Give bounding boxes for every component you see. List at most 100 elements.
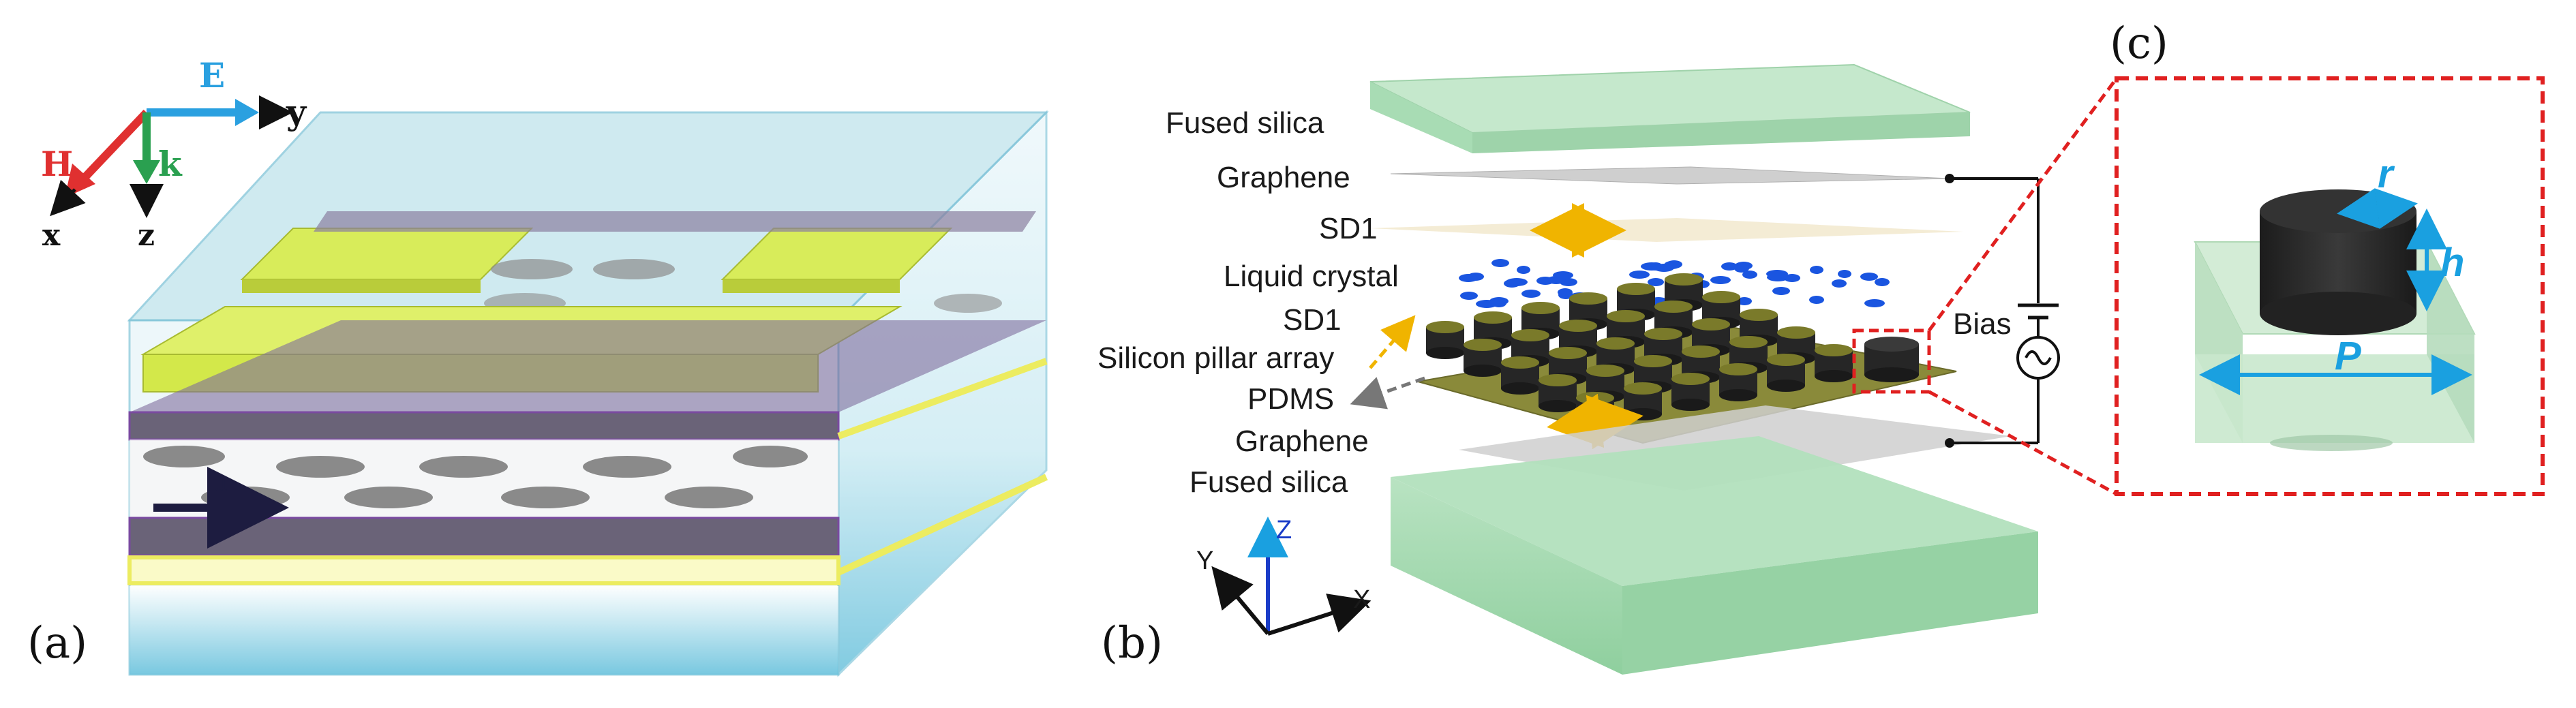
radius-arrow: [2337, 188, 2418, 229]
liquid-crystal-molecule: [1491, 299, 1506, 307]
liquid-crystal-molecule: [1491, 259, 1509, 267]
ac-source-wave: [2025, 350, 2052, 365]
silicon-pillar: [1671, 373, 1710, 411]
callout-target-box: [1852, 328, 1931, 394]
sd1-top-sheet: [1370, 218, 1963, 242]
silicon-pillars: [1426, 273, 1919, 430]
terminal-top: [1945, 174, 1954, 183]
label-silicon-pillar-array: Silicon pillar array: [1097, 341, 1334, 375]
liquid-crystal-molecule: [1459, 274, 1478, 282]
disk: [419, 456, 508, 478]
electrode-pad-right-front: [723, 279, 900, 293]
pdms-leader-arrow: [1350, 376, 1425, 410]
yellow-strip-bottom: [127, 555, 840, 585]
dark-layer-upper-top: [314, 211, 1036, 232]
label-x-b: X: [1353, 585, 1370, 614]
disk: [593, 259, 675, 279]
label-y-b: Y: [1196, 547, 1213, 575]
disk: [344, 487, 433, 508]
liquid-crystal-molecule: [1810, 266, 1823, 274]
label-sd1-top: SD1: [1319, 212, 1378, 245]
liquid-crystal-molecule: [1742, 271, 1757, 279]
label-r: r: [2378, 152, 2395, 196]
flow-marker: u: [213, 470, 228, 497]
y-axis-b: [1211, 566, 1270, 635]
liquid-crystal-molecule: [1767, 273, 1789, 281]
panel-a: u E y H k x z (a): [27, 55, 1049, 677]
label-y-a: y: [286, 92, 307, 132]
label-fused-silica-top: Fused silica: [1166, 106, 1324, 140]
disk: [276, 456, 365, 478]
liquid-crystal-molecule: [1629, 271, 1650, 279]
disk: [665, 487, 753, 508]
label-k: k: [158, 144, 183, 184]
silicon-pillar: [1426, 321, 1464, 359]
disk: [501, 487, 590, 508]
wave-vector-arrowhead: [133, 160, 160, 184]
label-bias: Bias: [1953, 307, 2012, 341]
magnetic-field-arrow: [78, 109, 150, 184]
fused-silica-top-slab-side: [1472, 112, 1970, 153]
yellow-line: [837, 358, 1048, 440]
liquid-crystal-molecule: [1875, 278, 1890, 286]
liquid-crystal-molecule: [1521, 290, 1541, 298]
purple-layer-lower: [128, 517, 840, 557]
graphene-top-sheet: [1390, 166, 1950, 185]
highlighted-pillar: [1864, 337, 1919, 382]
label-pdms: PDMS: [1247, 382, 1334, 416]
disk: [491, 259, 573, 279]
fused-silica-top-slab-front: [1370, 82, 1472, 153]
unit-cell-shadow: [2270, 435, 2393, 451]
silicon-pillar: [1464, 339, 1502, 377]
electric-field-arrowhead: [235, 99, 259, 126]
sd1-leader-arrow: [1369, 315, 1416, 369]
liquid-crystal-molecule: [1838, 270, 1851, 278]
liquid-crystal-molecule: [1664, 261, 1680, 269]
liquid-crystal-molecule: [1553, 271, 1573, 279]
liquid-crystal-molecule: [1809, 296, 1824, 304]
silicon-pillar: [1719, 363, 1757, 401]
label-P: P: [2335, 334, 2361, 378]
silicon-pillar: [1539, 374, 1577, 412]
liquid-crystal-molecule: [1710, 276, 1731, 284]
disk: [143, 446, 225, 467]
liquid-crystal-molecule: [1772, 287, 1790, 295]
silicon-pillar: [1815, 344, 1853, 382]
disk: [583, 456, 671, 478]
purple-layer-top: [130, 320, 1046, 412]
label-z-b: Z: [1276, 516, 1292, 544]
substrate-bottom: [130, 586, 838, 675]
liquid-crystal-molecule: [1648, 278, 1664, 286]
x-axis-b: [1267, 594, 1372, 636]
panel-b: Fused silica Graphene SD1 Liquid crystal…: [1097, 63, 2060, 675]
liquid-crystal-molecule: [1860, 273, 1878, 281]
purple-layer-front: [128, 411, 840, 441]
liquid-crystal-molecule: [1864, 299, 1885, 307]
label-fused-silica-bottom: Fused silica: [1189, 465, 1348, 499]
panel-tag-b: (b): [1101, 618, 1163, 668]
fused-silica-bottom-slab-front: [1391, 477, 1622, 675]
liquid-crystal-molecule: [1504, 279, 1520, 288]
label-h: h: [2440, 241, 2464, 285]
panel-tag-c: (c): [2110, 18, 2168, 69]
label-H: H: [41, 144, 73, 184]
label-E: E: [199, 55, 225, 95]
terminal-bottom: [1945, 438, 1954, 448]
inset-pillar-bottom: [2260, 292, 2416, 335]
disk: [733, 446, 808, 467]
panel-tag-a: (a): [27, 618, 87, 668]
alignment-arrow-bottom: [1547, 393, 1643, 450]
label-liquid-crystal: Liquid crystal: [1224, 260, 1399, 293]
x-axis-line: [50, 179, 86, 217]
fused-silica-bottom-slab-top: [1391, 436, 2038, 586]
axis-triad-b: Z X Y: [1196, 516, 1372, 636]
liquid-crystal-molecule: [1832, 279, 1847, 288]
silicon-pillar: [1767, 354, 1805, 392]
label-x-a: x: [42, 218, 61, 253]
label-graphene-top: Graphene: [1217, 161, 1350, 194]
panel-c: r h P (c): [2110, 18, 2545, 496]
fused-silica-bottom-slab-side: [1622, 532, 2038, 675]
label-sd1-bottom: SD1: [1283, 303, 1342, 337]
label-graphene-bottom: Graphene: [1235, 425, 1369, 458]
